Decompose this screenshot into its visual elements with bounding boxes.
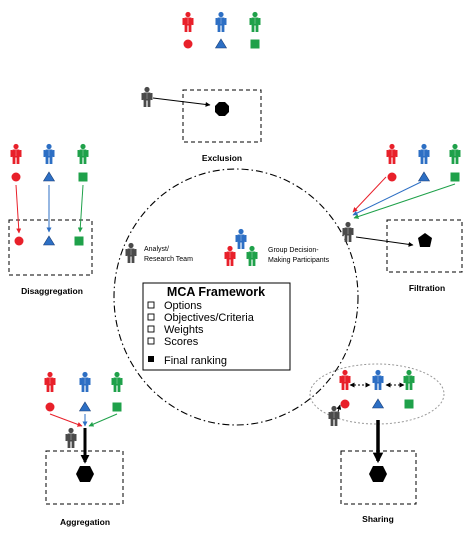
person-icon [386, 143, 398, 164]
checkbox-icon [147, 337, 155, 345]
person-icon [43, 143, 55, 164]
disaggregation-box [8, 219, 93, 276]
hexagon-icon [369, 466, 387, 482]
hexagon-icon [76, 466, 94, 482]
checkbox-icon [147, 301, 155, 309]
person-icon [342, 221, 354, 242]
exclusion-label: Exclusion [202, 153, 242, 163]
circle-icon [14, 236, 24, 246]
triangle-icon [42, 171, 56, 182]
triangle-icon [42, 235, 56, 246]
group-label-line1: Group Decision- [268, 247, 319, 254]
triangle-icon [371, 398, 385, 409]
triangle-icon [78, 401, 92, 412]
triangle-icon [214, 38, 228, 49]
circle-icon [183, 39, 193, 49]
filtration-label: Filtration [409, 283, 445, 293]
person-icon [449, 143, 461, 164]
filtration-box [386, 219, 463, 273]
person-icon [246, 245, 258, 266]
square-icon [112, 402, 122, 412]
square-icon [74, 236, 84, 246]
pentagon-icon [418, 233, 432, 247]
person-icon [79, 371, 91, 392]
mca-framework-title: MCA Framework [167, 285, 265, 299]
framework-item: Weights [164, 324, 204, 336]
person-icon [125, 242, 137, 263]
person-icon [111, 371, 123, 392]
analyst-label-line2: Research Team [144, 256, 193, 263]
person-icon [141, 86, 153, 107]
square-icon [250, 39, 260, 49]
sharing-label: Sharing [362, 514, 394, 524]
checkbox-icon [147, 325, 155, 333]
aggregation-label: Aggregation [60, 517, 110, 527]
mca-framework-box [142, 282, 291, 371]
person-icon [249, 11, 261, 32]
square-icon [404, 399, 414, 409]
person-icon [77, 143, 89, 164]
person-icon [224, 245, 236, 266]
disaggregation-label: Disaggregation [21, 286, 83, 296]
central-ellipse [113, 168, 359, 426]
person-icon [418, 143, 430, 164]
person-icon [235, 228, 247, 249]
person-icon [339, 369, 351, 390]
exclusion-box [182, 89, 262, 143]
person-icon [182, 11, 194, 32]
person-icon [372, 369, 384, 390]
person-icon [10, 143, 22, 164]
person-icon [65, 427, 77, 448]
person-icon [403, 369, 415, 390]
person-icon [328, 405, 340, 426]
final-ranking-label: Final ranking [164, 355, 227, 367]
framework-item: Objectives/Criteria [164, 312, 255, 324]
framework-item: Options [164, 300, 202, 312]
checkbox-icon [147, 313, 155, 321]
square-icon [450, 172, 460, 182]
square-icon [78, 172, 88, 182]
analyst-label-line1: Analyst/ [144, 246, 169, 253]
circle-icon [11, 172, 21, 182]
person-icon [215, 11, 227, 32]
triangle-icon [417, 171, 431, 182]
person-icon [44, 371, 56, 392]
framework-item: Scores [164, 336, 199, 348]
circle-icon [387, 172, 397, 182]
circle-icon [340, 399, 350, 409]
group-label-line2: Making Participants [268, 257, 330, 264]
sharing-group-ellipse [309, 363, 445, 425]
final-ranking-marker [148, 356, 154, 362]
circle-icon [45, 402, 55, 412]
octagon-icon [215, 102, 229, 116]
